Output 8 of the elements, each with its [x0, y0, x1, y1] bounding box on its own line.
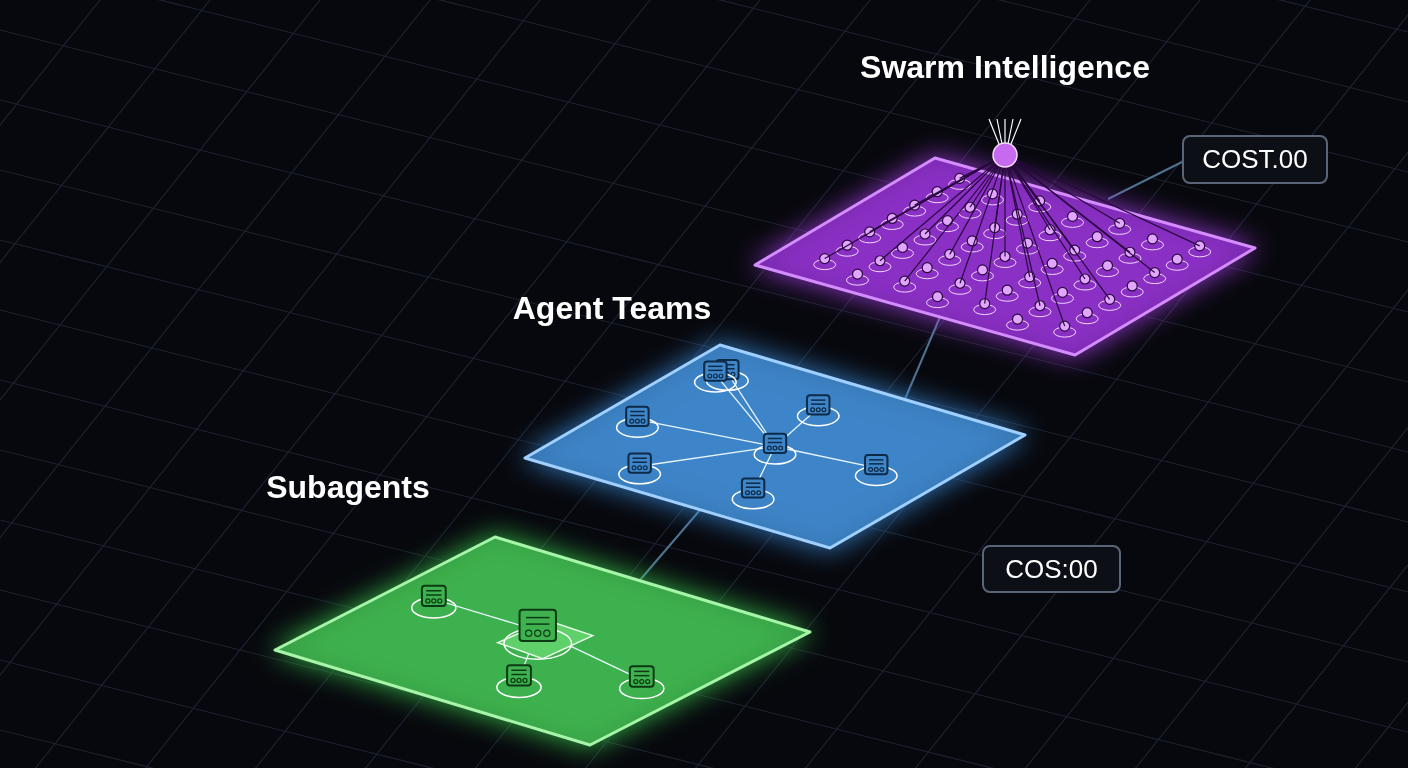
layer-title: Agent Teams [512, 289, 712, 328]
connector-line [639, 509, 701, 581]
cost-badge: COS:00 [982, 545, 1121, 593]
cost-badge: COST.00 [1182, 135, 1328, 184]
layer-title: Swarm Intelligence [860, 48, 1150, 87]
layer-title: Subagents [266, 468, 430, 507]
connector-line [904, 316, 941, 400]
connector-line [1107, 161, 1183, 200]
